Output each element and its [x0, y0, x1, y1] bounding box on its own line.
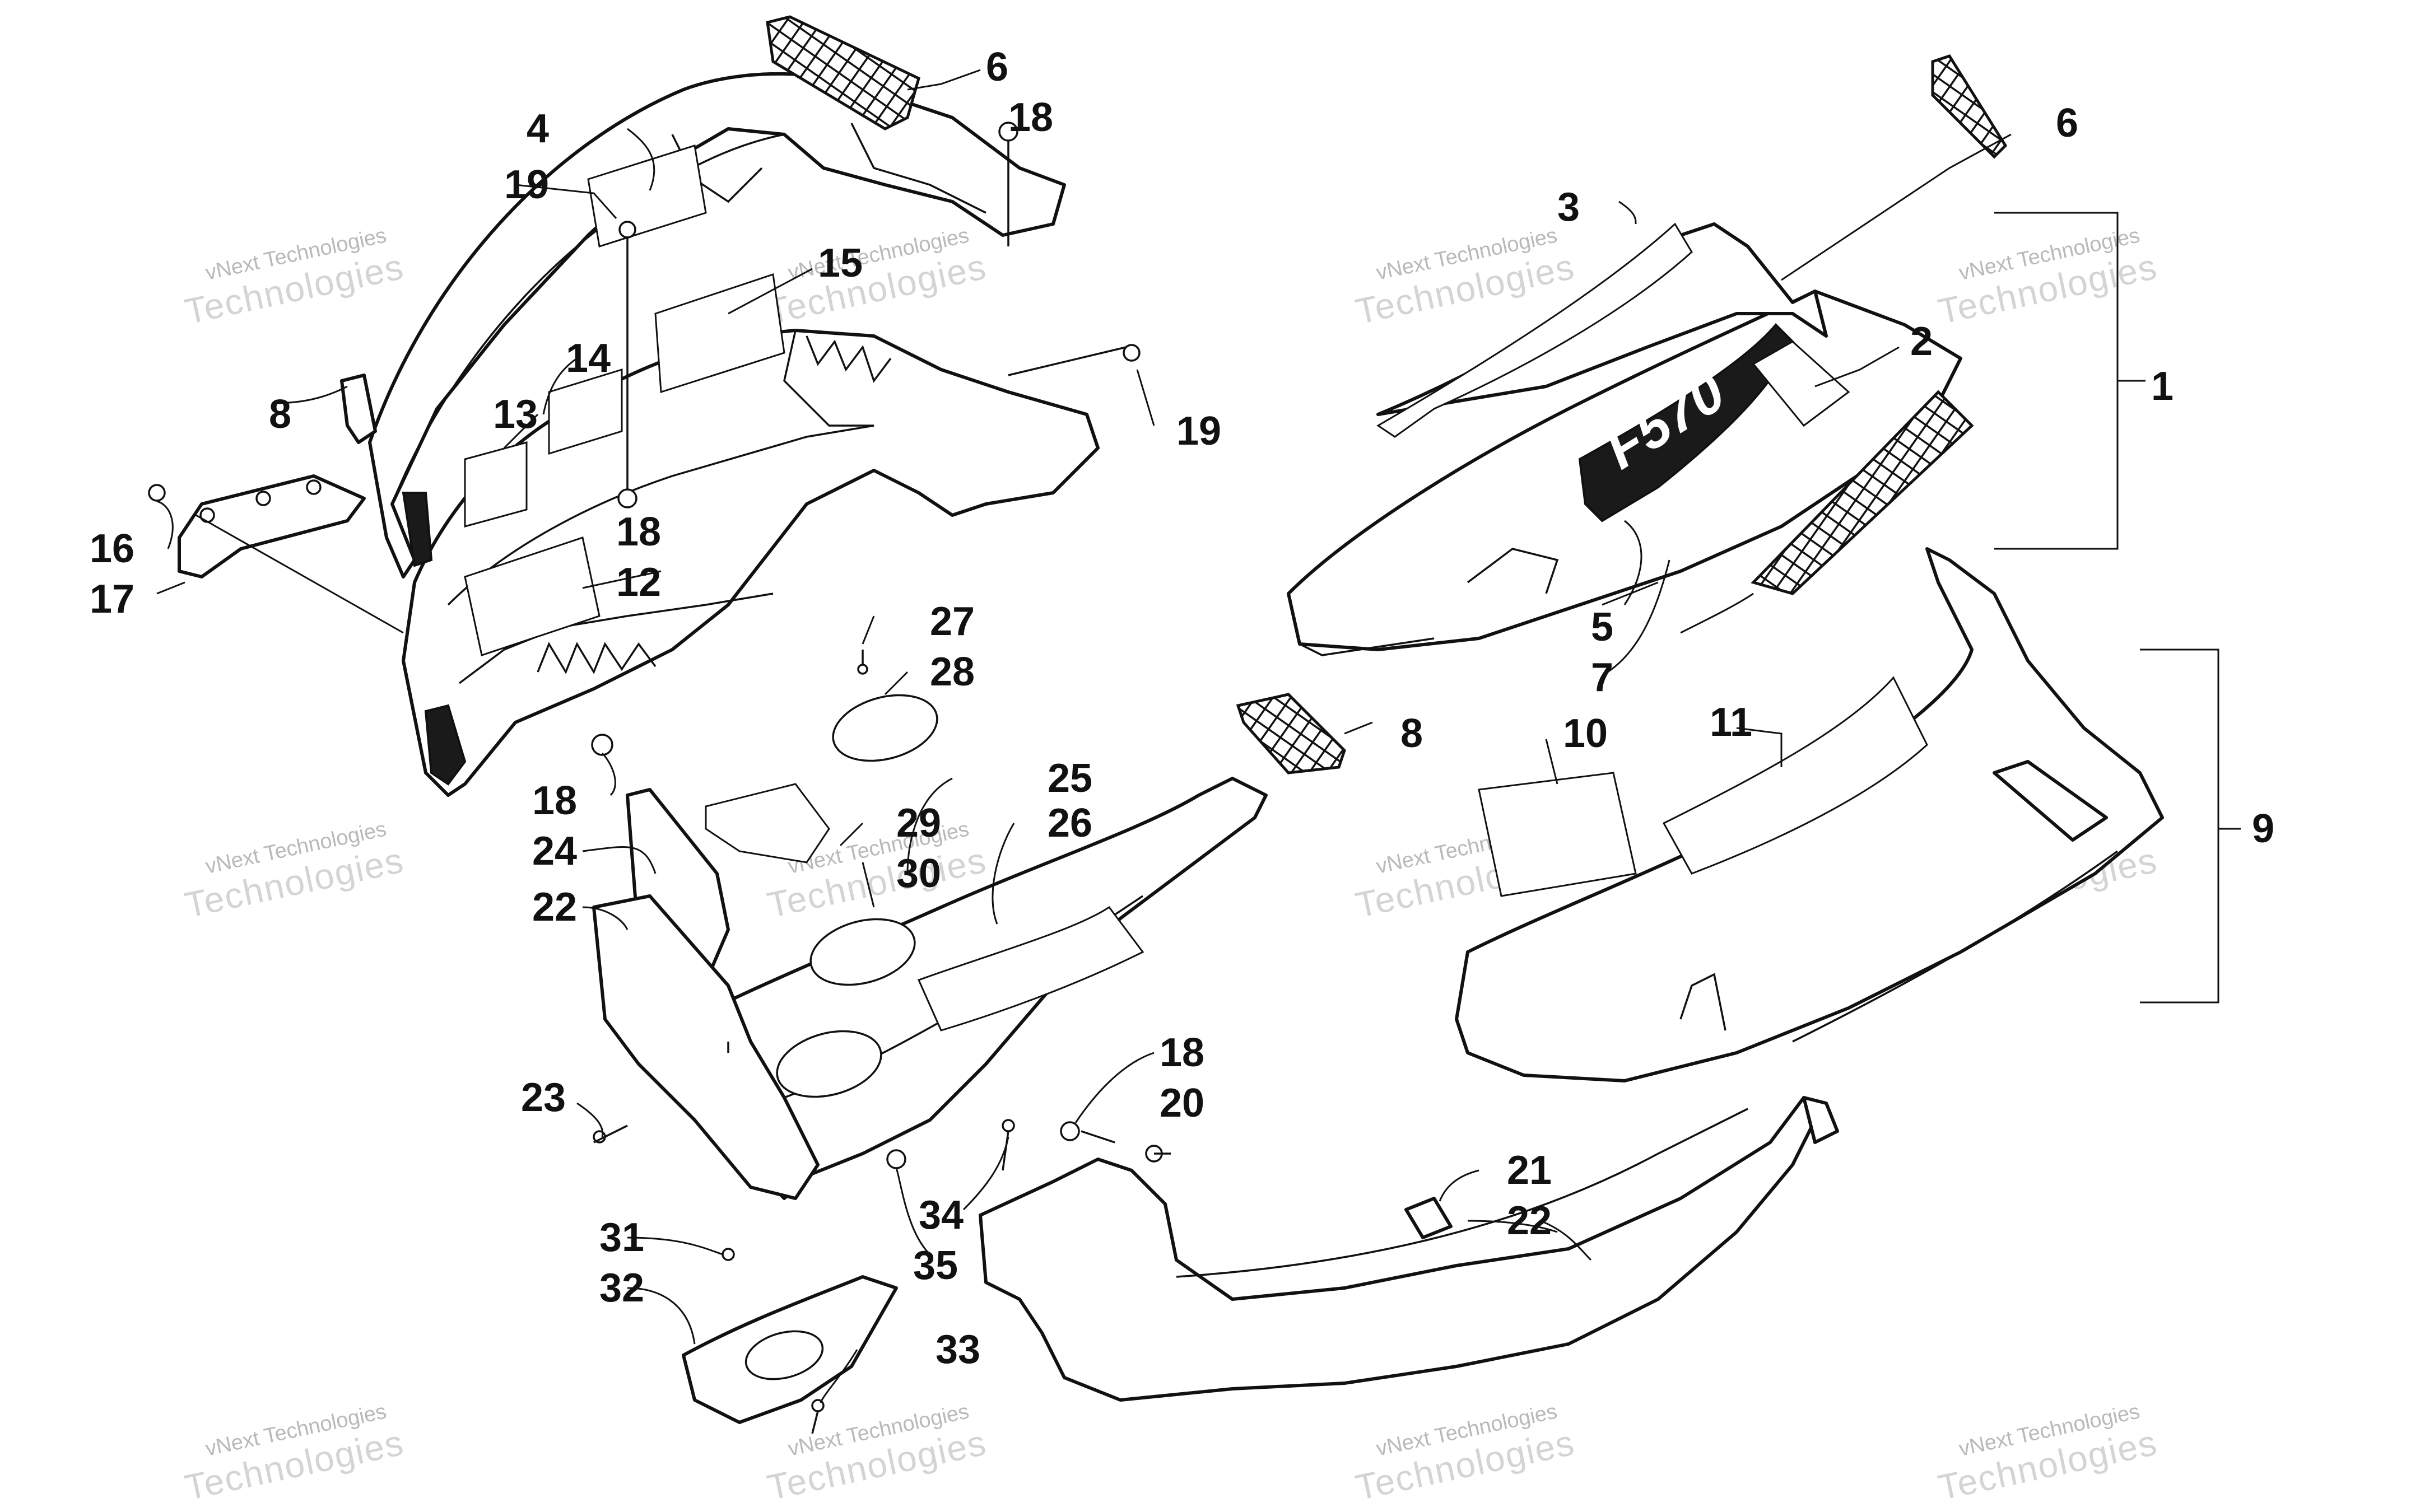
callout-18c: 18 [532, 778, 577, 823]
callout-18b: 18 [616, 510, 661, 554]
panel-26 [917, 906, 1144, 1032]
callout-21: 21 [1507, 1148, 1552, 1193]
callout-22a: 22 [532, 885, 577, 930]
rivet-27 [857, 664, 868, 675]
callout-27: 27 [930, 599, 975, 644]
callout-23: 23 [521, 1075, 566, 1120]
callout-8a: 8 [269, 392, 291, 437]
watermark: vNext Technologies Technologies [1935, 223, 2161, 332]
callout-25: 25 [1048, 756, 1092, 801]
bolt-35 [886, 1149, 906, 1169]
callout-19b: 19 [1176, 409, 1221, 454]
callout-16: 16 [90, 526, 134, 571]
watermark: vNext Technologies Technologies [182, 1399, 408, 1508]
callout-28: 28 [930, 650, 975, 694]
callout-33: 33 [936, 1327, 980, 1372]
callout-6a: 6 [986, 45, 1008, 90]
watermark: vNext Technologies Technologies [182, 817, 408, 925]
callout-5: 5 [1591, 605, 1613, 650]
clip-21 [1404, 1197, 1453, 1239]
nose-pan-assembly [148, 15, 1141, 797]
callout-10: 10 [1563, 711, 1608, 756]
running-board-assembly [979, 1096, 1839, 1402]
callout-34: 34 [919, 1193, 964, 1238]
bolt-19-right [1123, 344, 1141, 362]
watermark: vNext Technologies Technologies [764, 1399, 990, 1508]
callout-7: 7 [1591, 655, 1613, 700]
panel-29 [705, 783, 830, 864]
decal-3 [1376, 222, 1693, 438]
running-board-tail [1802, 1096, 1839, 1144]
callout-31: 31 [599, 1215, 644, 1260]
callout-17: 17 [90, 577, 134, 622]
watermark: vNext Technologies Technologies [182, 223, 408, 332]
nut-18-low [591, 734, 613, 756]
callout-29: 29 [896, 801, 941, 846]
vent-grille-7 [1751, 390, 1974, 595]
rivet-34 [1002, 1119, 1015, 1132]
nut-18-board [1060, 1121, 1080, 1141]
belly-pan-assembly [592, 650, 1268, 1434]
callout-3: 3 [1557, 185, 1580, 230]
callout-18a: 18 [1008, 95, 1053, 140]
vent-grille-6-right [1931, 54, 2008, 159]
callout-labels: 1 2 3 4 5 6 6 7 8 8 9 10 11 12 13 14 15 … [90, 45, 2274, 1372]
decal-14 [548, 368, 623, 455]
decal-11 [1662, 676, 1928, 875]
callout-12: 12 [616, 560, 661, 605]
watermark: vNext Technologies Technologies [1352, 1399, 1579, 1508]
hood-top-assembly: F570 [1236, 54, 2008, 774]
decal-10 [1478, 772, 1637, 897]
callout-35: 35 [913, 1243, 958, 1288]
callout-2: 2 [1910, 319, 1933, 364]
callout-1: 1 [2151, 364, 2174, 409]
callout-30: 30 [896, 851, 941, 896]
leader-lines [156, 69, 2241, 1403]
watermark: vNext Technologies Technologies [1352, 223, 1579, 332]
bolt-16 [148, 484, 166, 502]
decal-13 [464, 441, 528, 528]
callout-18d: 18 [1160, 1030, 1204, 1075]
hole-lower [776, 1030, 882, 1098]
callout-15: 15 [818, 241, 863, 286]
nut-18-mid [617, 488, 637, 508]
side-panel-assembly [1455, 547, 2164, 1082]
callout-6b: 6 [2056, 101, 2078, 146]
callout-19a: 19 [504, 162, 549, 207]
callout-4: 4 [527, 106, 549, 151]
hole-28 [832, 694, 938, 762]
hole-30 [809, 918, 916, 986]
vent-grille-8-right [1236, 693, 1346, 774]
side-vent-small-left [340, 374, 377, 444]
hood-upper-shell [368, 72, 1066, 578]
watermark: vNext Technologies Technologies [1935, 1399, 2161, 1508]
decal-2 [1752, 340, 1850, 427]
running-board [979, 1096, 1817, 1402]
bumper-grille-left [424, 704, 467, 786]
decal-15 [654, 273, 785, 394]
callout-24: 24 [532, 829, 577, 874]
side-cover-22 [592, 894, 820, 1200]
callout-32: 32 [599, 1266, 644, 1310]
decal-12 [464, 536, 601, 656]
bracket-17 [178, 474, 366, 578]
bolt-19-top [618, 221, 636, 239]
callout-13: 13 [493, 392, 538, 437]
vent-grille-top [766, 15, 920, 130]
callout-22b: 22 [1507, 1198, 1552, 1243]
callout-14: 14 [566, 336, 611, 381]
callout-20: 20 [1160, 1081, 1204, 1126]
side-vent-9 [1993, 760, 2108, 842]
decal-4 [587, 144, 707, 248]
rivet-31 [722, 1248, 735, 1261]
bumper-grille-upper [402, 492, 433, 567]
watermark: vNext Technologies Technologies [764, 223, 990, 332]
callout-11: 11 [1710, 700, 1752, 745]
callout-9: 9 [2252, 806, 2274, 851]
callout-8b: 8 [1400, 711, 1423, 756]
callout-26: 26 [1048, 801, 1092, 846]
